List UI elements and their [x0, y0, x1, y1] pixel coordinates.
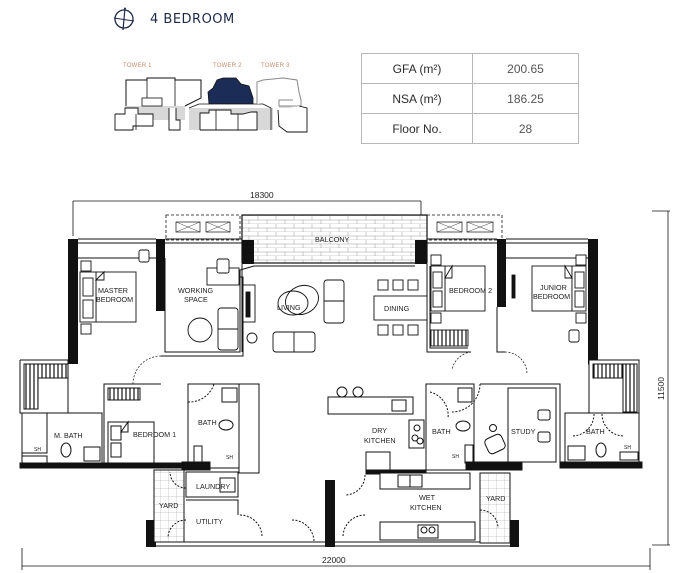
- master-bed: [79, 249, 150, 335]
- right-height-dimension: 11500: [656, 377, 666, 400]
- shower-label-bath-right: SH: [624, 445, 631, 451]
- bath-left: [181, 383, 260, 474]
- dry-kitchen-label: DRY: [372, 426, 387, 435]
- left-wing: [19, 359, 109, 469]
- unit-type-title: 4 BEDROOM: [150, 11, 235, 27]
- tower-3-label: TOWER 3: [261, 63, 290, 69]
- table-row: Floor No. 28: [361, 113, 579, 144]
- service-area-left: [153, 469, 330, 547]
- tower-2-label: TOWER 2: [213, 63, 242, 69]
- junior-bedroom-label: JUNIOR: [540, 283, 567, 292]
- working-space-label-2: SPACE: [184, 295, 208, 304]
- wet-kitchen-label: WET: [419, 493, 436, 502]
- dimension-bottom: [21, 548, 651, 570]
- dry-kitchen-label-2: KITCHEN: [364, 436, 396, 445]
- dry-kitchen: [327, 386, 427, 475]
- dimension-right: [652, 210, 670, 546]
- balcony-label: BALCONY: [315, 235, 350, 244]
- laundry-label: LAUNDRY: [196, 482, 230, 491]
- exterior-walls: [68, 239, 598, 547]
- top-width-dimension: 18300: [250, 190, 274, 200]
- bedroom-2-furniture: [430, 254, 516, 347]
- shower-label-mbath: SH: [34, 447, 41, 453]
- bedroom-1-label: BEDROOM 1: [133, 430, 176, 439]
- unit-area-table: GFA (m²) 200.65 NSA (m²) 186.25 Floor No…: [361, 53, 579, 144]
- shower-label-bath-mid: SH: [452, 454, 459, 460]
- dining-furniture: [373, 279, 428, 336]
- interior-walls-upper: [78, 257, 598, 365]
- windows-top: [78, 238, 588, 267]
- yard-left-label: YARD: [159, 501, 178, 510]
- key-plan-drawing: [114, 77, 308, 133]
- working-space-furniture: [187, 258, 258, 351]
- gfa-label: GFA (m²): [361, 53, 473, 84]
- bath-right: [559, 359, 643, 469]
- nsa-label: NSA (m²): [361, 83, 473, 114]
- bath-left-label: BATH: [198, 418, 217, 427]
- bath-mid: [425, 383, 523, 471]
- floor-label: Floor No.: [361, 113, 473, 144]
- wet-kitchen: [335, 472, 512, 547]
- plan-header: 4 BEDROOM: [112, 6, 235, 32]
- tower-key-plan: TOWER 1 TOWER 2 TOWER 3: [103, 58, 318, 134]
- master-bedroom-label-2: BEDROOM: [96, 295, 133, 304]
- wet-kitchen-label-2: KITCHEN: [410, 503, 442, 512]
- ac-ledge-right: [426, 214, 503, 241]
- dining-label: DINING: [384, 304, 410, 313]
- ac-ledge-left: [165, 214, 241, 241]
- master-bath-label: M. BATH: [54, 431, 83, 440]
- study: [451, 383, 561, 465]
- utility-label: UTILITY: [196, 517, 223, 526]
- north-arrow-icon: [113, 7, 135, 31]
- nsa-value: 186.25: [472, 83, 579, 114]
- living-label: LIVING: [277, 303, 301, 312]
- bath-right-label: BATH: [586, 427, 605, 436]
- master-bedroom-label: MASTER: [98, 286, 128, 295]
- living-furniture: [272, 279, 345, 353]
- junior-bedroom-furniture: [531, 254, 587, 343]
- bedroom-2-label: BEDROOM 2: [449, 286, 492, 295]
- tower-1-label: TOWER 1: [123, 63, 152, 69]
- bedroom-1: [103, 383, 195, 469]
- table-row: NSA (m²) 186.25: [361, 83, 579, 114]
- floor-value: 28: [472, 113, 579, 144]
- working-space-label: WORKING: [178, 286, 214, 295]
- shower-label-bath-left: SH: [226, 455, 233, 461]
- junior-bedroom-label-2: BEDROOM: [533, 292, 570, 301]
- bottom-width-dimension: 22000: [322, 555, 346, 565]
- table-row: GFA (m²) 200.65: [361, 53, 579, 84]
- yard-right-label: YARD: [486, 494, 505, 503]
- study-label: STUDY: [511, 427, 536, 436]
- gfa-value: 200.65: [472, 53, 579, 84]
- door-swings-upper: [132, 351, 528, 385]
- bath-mid-label: BATH: [432, 427, 451, 436]
- floor-plan: 18300 11500 22000 BALCONY: [19, 190, 670, 570]
